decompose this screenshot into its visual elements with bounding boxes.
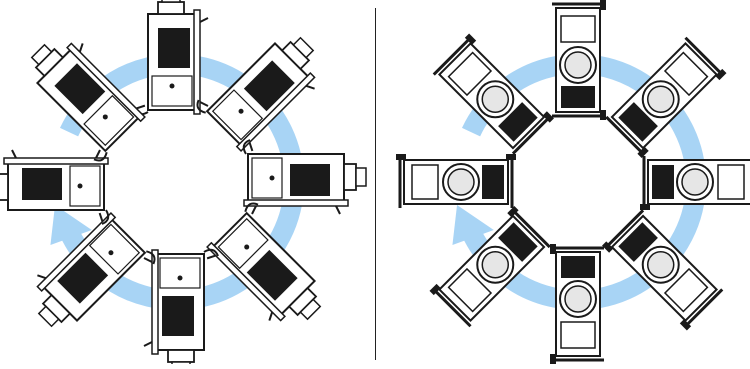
projector-front-7 xyxy=(431,34,554,157)
projector-front-0 xyxy=(552,0,606,120)
projector-side-1 xyxy=(194,18,333,157)
grille-icon xyxy=(22,168,62,200)
lens-icon xyxy=(448,169,474,195)
lens-icon xyxy=(682,169,708,195)
projector-front-1 xyxy=(603,35,726,158)
projector-front-2 xyxy=(640,156,750,210)
projector-front-6 xyxy=(396,154,516,208)
projector-side-3 xyxy=(201,200,340,339)
grille-icon xyxy=(482,165,504,199)
grille-icon xyxy=(290,164,330,196)
grille-icon xyxy=(162,296,194,336)
grille-icon xyxy=(561,86,595,108)
projector-side-4 xyxy=(144,250,218,364)
lens-icon xyxy=(565,286,591,312)
lens-icon xyxy=(565,52,591,78)
projector-front-3 xyxy=(602,207,725,330)
front-view-panel xyxy=(396,0,750,364)
grille-icon xyxy=(561,256,595,278)
projector-front-4 xyxy=(550,244,604,364)
projector-side-0 xyxy=(134,0,208,114)
projector-side-7 xyxy=(12,25,151,164)
panel-divider xyxy=(375,8,376,360)
grille-icon xyxy=(652,165,674,199)
side-view-panel xyxy=(0,0,366,364)
projector-side-6 xyxy=(0,150,108,224)
projector-front-5 xyxy=(430,206,553,329)
grille-icon xyxy=(158,28,190,68)
projector-side-2 xyxy=(244,140,366,214)
